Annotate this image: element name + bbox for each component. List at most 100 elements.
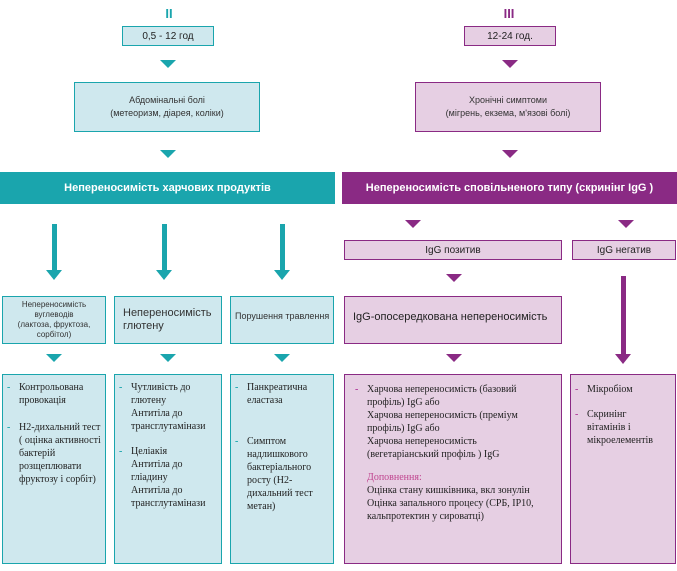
igg-main-details-box: - Харчова непереносимість (базовий профі… <box>344 374 562 564</box>
detail-line: ( оцінка активності <box>19 435 101 446</box>
arrow-down-icon <box>618 220 634 228</box>
age-box-right: 12-24 год. <box>464 26 556 46</box>
detail-line: Антитіла до <box>131 408 183 419</box>
arrow-down-icon <box>160 354 176 362</box>
digestion-disorder-box: Порушення травлення <box>230 296 334 344</box>
age-label-right: 12-24 год. <box>487 30 533 42</box>
digestion-details-box: - Панкреатична еластаза - Симптом надлиш… <box>230 374 334 564</box>
addition-label: Доповнення: <box>367 472 422 483</box>
dash-bullet-icon: - <box>235 436 239 447</box>
dash-bullet-icon: - <box>235 382 239 393</box>
dash-bullet-icon: - <box>7 422 11 433</box>
detail-item: - Симптом надлишкового бактеріального ро… <box>235 435 329 513</box>
detail-line: дихальний тест <box>247 488 313 499</box>
detail-line: Чутливість до <box>131 382 191 393</box>
symptoms-detail-right: (мігрень, екзема, м'язові болі) <box>445 108 571 118</box>
detail-line: H2-дихальний тест <box>19 422 101 433</box>
igg-mediated-box: IgG-опосередкована непереносимість <box>344 296 562 344</box>
detail-line: Антитіла до <box>131 459 183 470</box>
arrow-down-icon <box>405 220 421 228</box>
arrow-shaft <box>280 224 285 270</box>
detail-line: Целіакія <box>131 446 168 457</box>
detail-line: трансглутамінази <box>131 498 206 509</box>
detail-line: метан) <box>247 501 276 512</box>
detail-item: - H2-дихальний тест ( оцінка активності … <box>7 421 101 486</box>
arrow-down-icon <box>46 270 62 280</box>
symptoms-title-right: Хронічні симптоми <box>469 95 547 105</box>
delayed-intolerance-banner: Непереносимість сповільненого типу (скри… <box>342 172 677 204</box>
arrow-down-icon <box>274 270 290 280</box>
detail-item: - Мікробіом <box>575 383 671 396</box>
sub-title-line: (лактоза, фруктоза, <box>17 320 91 329</box>
dash-bullet-icon: - <box>355 384 359 395</box>
food-intolerance-banner: Непереносимість харчових продуктів <box>0 172 335 204</box>
igg-negative-box: IgG негатив <box>572 240 676 260</box>
detail-line: росту (H2- <box>247 475 293 486</box>
dash-bullet-icon: - <box>575 384 579 395</box>
symptoms-title-left: Абдомінальні болі <box>129 95 205 105</box>
dash-bullet-icon: - <box>119 446 123 457</box>
detail-line: Оцінка стану кишківника, вкл зонулін <box>367 485 530 496</box>
detail-line: вітамінів і <box>587 422 631 433</box>
detail-line: надлишкового <box>247 449 308 460</box>
igg-positive-box: IgG позитив <box>344 240 562 260</box>
detail-line: трансглутамінази <box>131 421 206 432</box>
igg-negative-label: IgG негатив <box>596 244 652 256</box>
detail-line: (вегетаріанський профіль ) IgG <box>367 449 500 460</box>
arrow-down-icon <box>615 354 631 364</box>
detail-line: провокація <box>19 395 66 406</box>
detail-line: Панкреатична <box>247 382 308 393</box>
detail-item: - Харчова непереносимість (базовий профі… <box>349 383 557 523</box>
detail-line: профіль) IgG або <box>367 423 440 434</box>
symptoms-detail-left: (метеоризм, діарея, коліки) <box>110 108 224 118</box>
sub-title-line: вуглеводів <box>34 310 74 319</box>
detail-line: Антитіла до <box>131 485 183 496</box>
carbohydrate-intolerance-box: Непереносимість вуглеводів (лактоза, фру… <box>2 296 106 344</box>
sub-title-line: сорбітол) <box>36 330 72 339</box>
gluten-details-box: - Чутливість до глютену Антитіла до тран… <box>114 374 222 564</box>
age-box-left: 0,5 - 12 год <box>122 26 214 46</box>
sub-title-line: Непереносимість <box>21 300 87 309</box>
detail-line: еластаза <box>247 395 283 406</box>
detail-line: кальпротектин у сироватці) <box>367 511 485 522</box>
detail-line: гліадину <box>131 472 168 483</box>
detail-line: бактеріального <box>247 462 312 473</box>
detail-line: Мікробіом <box>587 384 633 395</box>
detail-line: глютену <box>131 395 167 406</box>
detail-line: профіль) IgG або <box>367 397 440 408</box>
carbohydrate-details-box: - Контрольована провокація - H2-дихальни… <box>2 374 106 564</box>
age-label-left: 0,5 - 12 год <box>142 30 194 42</box>
dash-bullet-icon: - <box>119 382 123 393</box>
arrow-down-icon <box>502 150 518 158</box>
roman-numeral-ii: II <box>165 6 173 21</box>
detail-line: Контрольована <box>19 382 84 393</box>
symptoms-box-right: Хронічні симптоми (мігрень, екзема, м'яз… <box>415 82 601 132</box>
sub-title-line: Порушення травлення <box>235 311 330 321</box>
igg-positive-label: IgG позитив <box>425 244 481 256</box>
detail-line: Скринінг <box>587 409 627 420</box>
arrow-down-icon <box>502 60 518 68</box>
sub-title-line: Непереносимість <box>123 307 212 319</box>
arrow-shaft <box>52 224 57 270</box>
arrow-down-icon <box>446 354 462 362</box>
arrow-down-icon <box>160 150 176 158</box>
detail-line: Симптом <box>247 436 287 447</box>
detail-line: мікроелементів <box>587 435 653 446</box>
dash-bullet-icon: - <box>7 382 11 393</box>
detail-line: Харчова непереносимість (преміум <box>367 410 518 421</box>
detail-line: фруктозу і сорбіт) <box>19 474 96 485</box>
detail-item: - Целіакія Антитіла до гліадину Антитіла… <box>119 445 217 510</box>
arrow-down-icon <box>46 354 62 362</box>
detail-line: розщеплювати <box>19 461 82 472</box>
detail-item: - Чутливість до глютену Антитіла до тран… <box>119 381 217 433</box>
detail-item: - Контрольована провокація <box>7 381 101 407</box>
igg-negative-details-box: - Мікробіом - Скринінг вітамінів і мікро… <box>570 374 676 564</box>
arrow-shaft <box>621 276 626 354</box>
arrow-down-icon <box>446 274 462 282</box>
arrow-down-icon <box>156 270 172 280</box>
detail-line: Оцінка запального процесу (СРБ, IP10, <box>367 498 534 509</box>
arrow-down-icon <box>160 60 176 68</box>
detail-item: - Панкреатична еластаза <box>235 381 329 407</box>
dash-bullet-icon: - <box>575 409 579 420</box>
detail-item: - Скринінг вітамінів і мікроелементів <box>575 408 671 447</box>
